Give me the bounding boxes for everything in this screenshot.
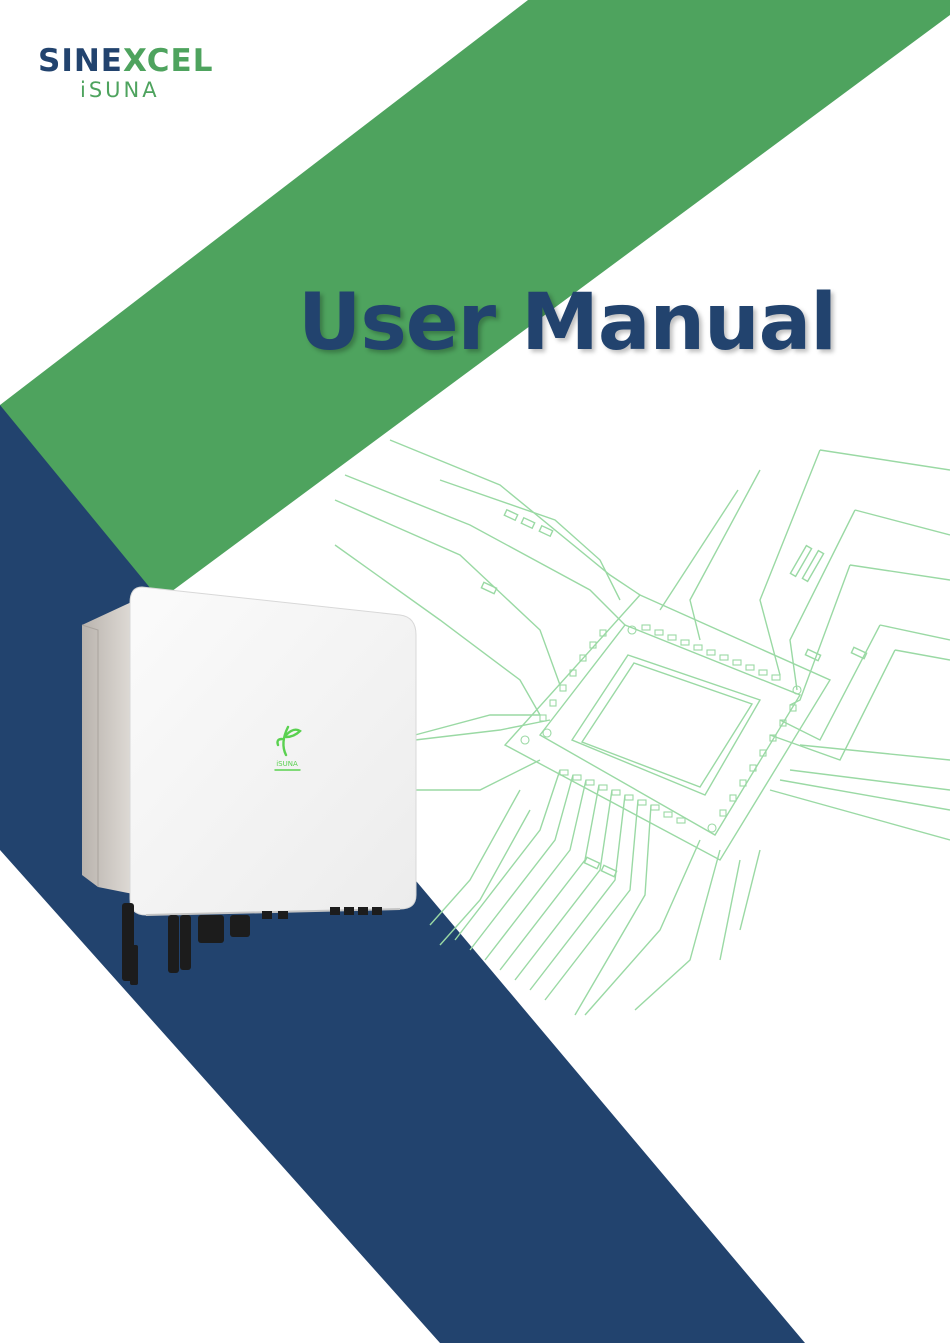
brand-name-part2: XCEL [123, 43, 213, 79]
inverter-device-image: iSUNA [80, 585, 425, 990]
brand-logo: SINEXCEL iSUNA [38, 44, 238, 102]
brand-name-part1: SINE [38, 43, 123, 79]
brand-sub: iSUNA [80, 78, 238, 102]
device-label: iSUNA [276, 760, 298, 768]
cover-title: User Manual [298, 278, 836, 368]
brand-name: SINEXCEL [38, 44, 238, 78]
